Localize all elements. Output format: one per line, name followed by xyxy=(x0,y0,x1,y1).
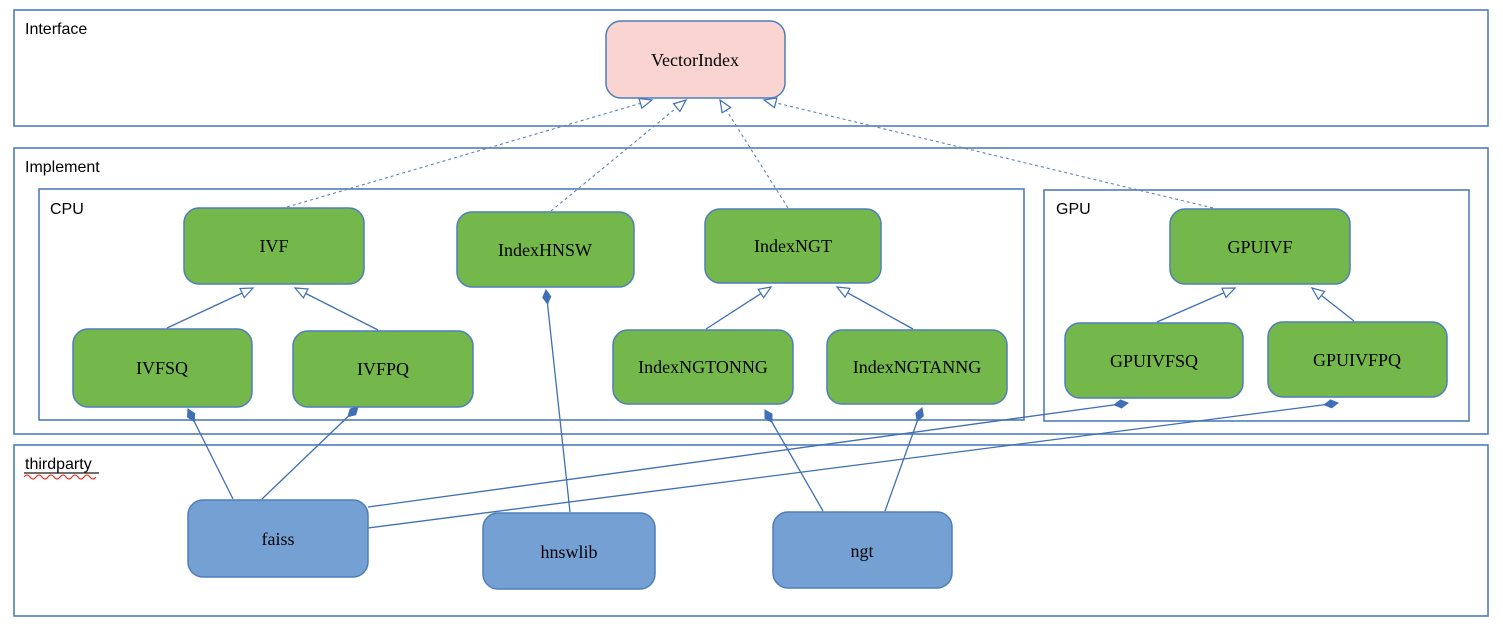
edge-composition-hnswlib-indexhnsw xyxy=(542,288,571,513)
edge-composition-faiss-gpuivfsq xyxy=(367,399,1129,508)
edge-composition-ngt-indexngtanng xyxy=(884,407,924,512)
faiss-label: faiss xyxy=(262,529,295,549)
ivfsq-box xyxy=(72,328,253,408)
node-indexhnsw: IndexHNSW xyxy=(456,211,635,288)
interface-container-label: Interface xyxy=(25,21,87,38)
cpu-container-box xyxy=(38,188,1025,421)
node-ivfsq: IVFSQ xyxy=(72,328,253,408)
edge-generalization-gpuivfsq-gpuivf xyxy=(1156,287,1237,323)
gpuivfsq-box xyxy=(1064,322,1244,399)
container-implement: Implement xyxy=(13,147,1489,435)
vectorindex-box xyxy=(605,20,786,99)
gpuivf-label: GPUIVF xyxy=(1227,237,1292,257)
node-ivf: IVF xyxy=(183,207,365,285)
indexngtonng-box xyxy=(612,329,794,405)
edge-generalization-gpuivfpq-gpuivf xyxy=(1310,287,1355,322)
gpuivf-box xyxy=(1169,208,1351,285)
gpu-container-box xyxy=(1043,189,1470,422)
node-faiss: faiss xyxy=(187,499,369,578)
container-gpu: GPU xyxy=(1043,189,1470,422)
gpu-container-label: GPU xyxy=(1056,201,1091,218)
ngt-label: ngt xyxy=(850,541,873,561)
thirdparty-container-box xyxy=(13,444,1489,617)
indexngt-label: IndexNGT xyxy=(754,236,832,256)
indexhnsw-label: IndexHNSW xyxy=(498,240,592,260)
hnswlib-label: hnswlib xyxy=(540,542,597,562)
node-indexngtonng: IndexNGTONNG xyxy=(612,329,794,405)
faiss-box xyxy=(187,499,369,578)
edge-realization-ivf-vectorindex xyxy=(286,97,654,208)
node-ngt: ngt xyxy=(772,511,953,589)
implement-container-box xyxy=(13,147,1489,435)
edge-composition-ngt-indexngtonng xyxy=(764,409,824,512)
container-thirdparty: thirdparty xyxy=(13,444,1489,617)
node-gpuivfsq: GPUIVFSQ xyxy=(1064,322,1244,399)
indexhnsw-box xyxy=(456,211,635,288)
node-gpuivf: GPUIVF xyxy=(1169,208,1351,285)
node-hnswlib: hnswlib xyxy=(482,512,656,590)
implement-container-label: Implement xyxy=(25,159,100,176)
indexngtanng-box xyxy=(826,329,1008,405)
ivfpq-label: IVFPQ xyxy=(357,359,409,379)
spellcheck-squiggle-icon xyxy=(23,474,97,480)
edges xyxy=(166,97,1355,529)
ivf-box xyxy=(183,207,365,285)
edge-generalization-indexngtanng-indexngt xyxy=(835,286,914,330)
hnswlib-box xyxy=(482,512,656,590)
edge-realization-indexngt-vectorindex xyxy=(719,98,789,209)
indexngt-box xyxy=(704,208,882,284)
indexngtonng-label: IndexNGTONNG xyxy=(638,357,768,377)
ivfsq-label: IVFSQ xyxy=(136,358,188,378)
container-interface: Interface xyxy=(13,9,1489,127)
ivf-label: IVF xyxy=(259,236,288,256)
vectorindex-label: VectorIndex xyxy=(651,50,739,70)
ngt-box xyxy=(772,511,953,589)
node-gpuivfpq: GPUIVFPQ xyxy=(1267,321,1448,398)
gpuivfsq-label: GPUIVFSQ xyxy=(1110,351,1198,371)
gpuivfpq-box xyxy=(1267,321,1448,398)
node-indexngtanng: IndexNGTANNG xyxy=(826,329,1008,405)
indexngtanng-label: IndexNGTANNG xyxy=(853,357,982,377)
cpu-container-label: CPU xyxy=(50,201,84,218)
node-ivfpq: IVFPQ xyxy=(292,330,474,408)
edge-generalization-ivfpq-ivf xyxy=(293,287,379,331)
node-vectorindex: VectorIndex xyxy=(605,20,786,99)
edge-composition-faiss-gpuivfpq xyxy=(367,399,1339,529)
edge-composition-faiss-ivfpq xyxy=(261,406,359,500)
edge-realization-indexhnsw-vectorindex xyxy=(550,99,688,212)
edge-generalization-ivfsq-ivf xyxy=(166,287,255,329)
node-indexngt: IndexNGT xyxy=(704,208,882,284)
edge-realization-gpuivf-vectorindex xyxy=(762,97,1214,209)
ivfpq-box xyxy=(292,330,474,408)
edge-composition-faiss-ivfsq xyxy=(187,408,234,500)
thirdparty-container-label: thirdparty xyxy=(25,456,92,473)
gpuivfpq-label: GPUIVFPQ xyxy=(1313,350,1401,370)
nodes: VectorIndex IVF IndexHNSW IndexNGT GPUIV… xyxy=(72,20,1448,590)
container-cpu: CPU xyxy=(38,188,1025,421)
interface-container-box xyxy=(13,9,1489,127)
edge-generalization-indexngtonng-indexngt xyxy=(705,286,773,330)
